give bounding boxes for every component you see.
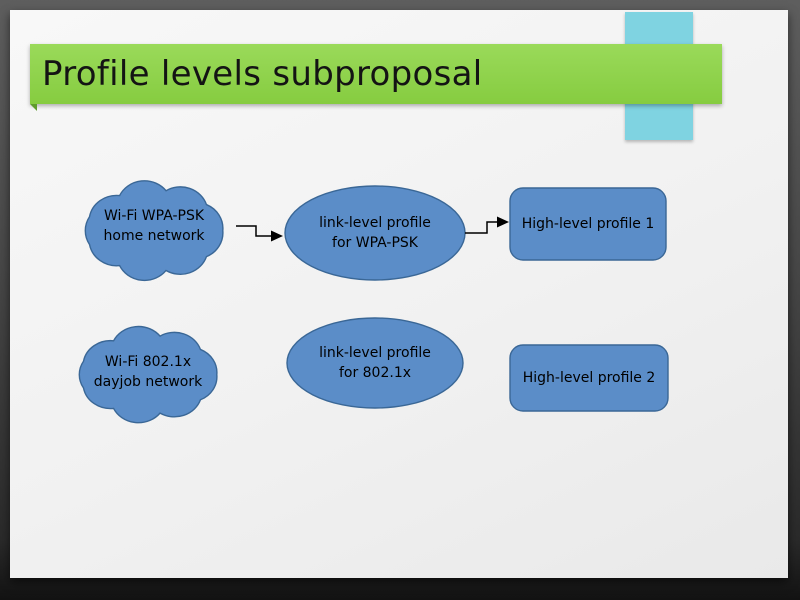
rect-shape-highlevel-profile1 (509, 187, 667, 261)
arrowhead-icon (497, 216, 509, 228)
connector-cloud-wpa-to-ellipse (236, 225, 271, 237)
cloud-shape-8021x-dayjob (79, 326, 217, 422)
cloud-shape-wpa-home (85, 181, 223, 281)
ellipse-shape-linklevel-8021x (286, 317, 464, 409)
connector-ellipse-to-profile1 (465, 221, 497, 234)
rect-shape-highlevel-profile2 (509, 344, 669, 412)
ellipse-8021x-label: link-level profile for 802.1x (319, 344, 431, 381)
banner-fold-decoration (30, 104, 37, 111)
high-level-profile2-label: High-level profile 2 (522, 369, 656, 386)
ellipse-wpa-label: link-level profile for WPA-PSK (319, 214, 431, 251)
cloud-wpa-label: Wi-Fi WPA-PSK home network (103, 207, 205, 244)
slide-title: Profile levels subproposal (42, 54, 483, 94)
arrowhead-icon (271, 230, 283, 242)
high-level-profile1-label: High-level profile 1 (521, 215, 655, 232)
title-banner: Profile levels subproposal (30, 44, 722, 104)
cloud-8021x-label: Wi-Fi 802.1x dayjob network (93, 353, 203, 390)
